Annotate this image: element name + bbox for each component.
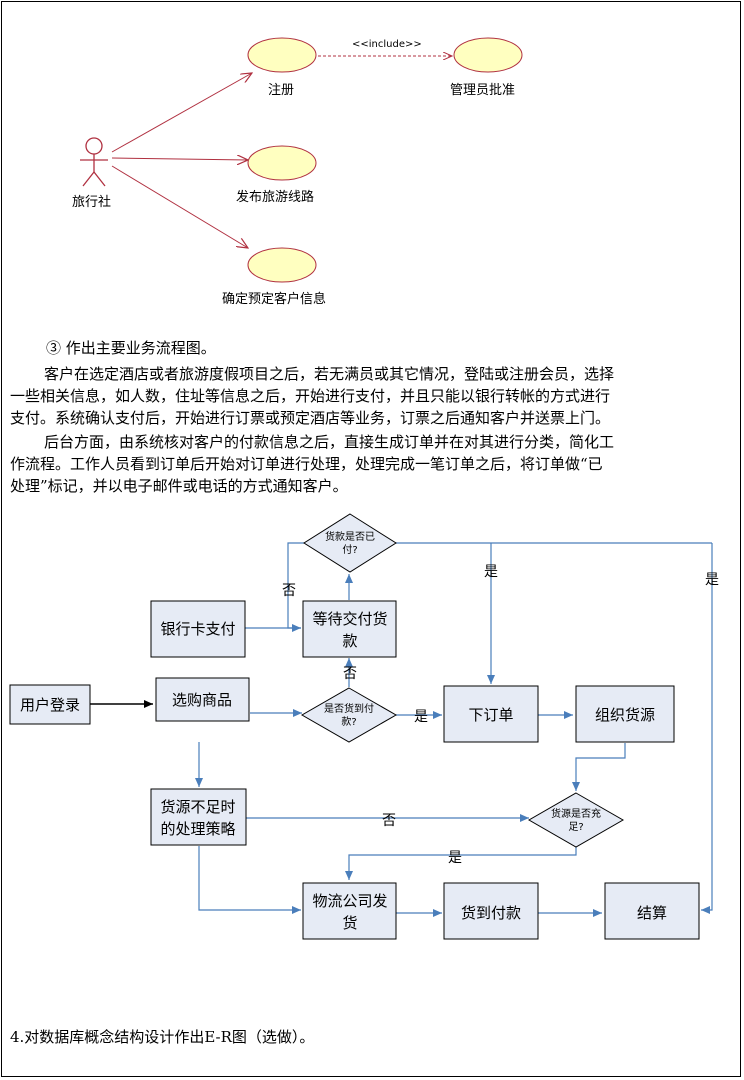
diamond-cod xyxy=(300,687,398,743)
box-logistics xyxy=(302,882,397,940)
para2-line-2: 作流程。工作人员看到订单后开始对订单进行处理，处理完成一笔订单之后，将订单做“已 xyxy=(10,455,603,473)
text-shop: 选购商品 xyxy=(172,691,232,709)
label-paid-no: 否 xyxy=(282,583,296,599)
uc-publish-label: 发布旅游线路 xyxy=(236,189,314,205)
footer-text: 4.对数据库概念结构设计作出E-R图（选做）。 xyxy=(10,1028,315,1046)
text-wait-pay-2: 款 xyxy=(342,632,357,650)
para1-line-1: 客户在选定酒店或者旅游度假项目之后，若无满员或其它情况，登陆或注册会员，选择 xyxy=(44,365,615,383)
assoc-register xyxy=(111,73,252,153)
text-shortage-1: 货源不足时 xyxy=(160,798,235,816)
text-user-login: 用户登录 xyxy=(20,696,80,714)
assoc-publish xyxy=(111,158,248,160)
edge-paid-settle xyxy=(701,543,713,914)
box-organize xyxy=(575,685,675,743)
text-cod-q-2: 款? xyxy=(341,715,356,728)
text-enough-q-1: 货源是否充 xyxy=(551,807,601,820)
box-user-login xyxy=(9,684,91,725)
uc-confirm-label: 确定预定客户信息 xyxy=(222,291,326,307)
uc-admin-label: 管理员批准 xyxy=(450,83,515,98)
box-cod xyxy=(443,882,539,940)
label-cod-no: 否 xyxy=(343,666,357,682)
uc-admin-ellipse xyxy=(453,37,523,73)
uc-register-ellipse xyxy=(247,37,317,73)
paragraph-1: 客户在选定酒店或者旅游度假项目之后，若无满员或其它情况，登陆或注册会员，选择 一… xyxy=(10,363,732,429)
text-cod: 货到付款 xyxy=(461,904,521,922)
assoc-confirm xyxy=(111,165,248,248)
section-heading: ③ 作出主要业务流程图。 xyxy=(46,339,216,357)
text-paid-q-1: 货款是否已 xyxy=(325,530,375,543)
text-cod-q-1: 是否货到付 xyxy=(324,702,374,715)
text-logistics-2: 货 xyxy=(342,914,357,932)
text-enough-q-2: 足? xyxy=(568,821,583,833)
box-bank-pay xyxy=(150,600,246,658)
label-paid-yes-settle: 是 xyxy=(705,572,719,588)
text-logistics-1: 物流公司发 xyxy=(312,892,387,910)
text-settle: 结算 xyxy=(637,904,667,922)
box-shortage xyxy=(150,788,247,846)
label-cod-yes: 是 xyxy=(414,709,428,725)
text-place-order: 下订单 xyxy=(468,706,513,724)
box-shop xyxy=(155,677,250,722)
label-paid-yes-order: 是 xyxy=(484,564,498,580)
uc-confirm-ellipse xyxy=(247,247,317,283)
text-bank-pay: 银行卡支付 xyxy=(160,620,235,638)
text-paid-q-2: 付? xyxy=(342,543,357,556)
label-enough-yes: 是 xyxy=(448,850,462,866)
uc-register-label: 注册 xyxy=(268,83,294,98)
actor-label: 旅行社 xyxy=(72,194,111,210)
include-label: <<include>> xyxy=(352,39,422,50)
edge-paid-no xyxy=(287,542,304,629)
edge-shortage-logistics xyxy=(198,846,301,914)
use-case-diagram: 旅行社 注册 管理员批准 <<include>> 发布旅游线路 确定预定客户信息 xyxy=(72,37,523,307)
edge-organize-enough xyxy=(572,743,626,791)
box-place-order xyxy=(443,685,539,743)
para1-line-3: 支付。系统确认支付后，开始进行订票或预定酒店等业务，订票之后通知客户并送票上门。 xyxy=(10,409,611,427)
business-flowchart: 否 是 是 否 是 否 是 用户登录 选购商品 银行卡支付 等待交付货 款 下订… xyxy=(9,513,719,940)
para2-line-1: 后台方面，由系统核对客户的付款信息之后，直接生成订单并在对其进行分类，简化工 xyxy=(44,433,615,451)
para2-line-3: 处理”标记，并以电子邮件或电话的方式通知客户。 xyxy=(10,477,348,495)
edge-enough-logistics xyxy=(345,845,577,880)
text-shortage-2: 的处理策略 xyxy=(160,820,235,838)
paragraph-2: 后台方面，由系统核对客户的付款信息之后，直接生成订单并在对其进行分类，简化工 作… xyxy=(10,431,732,497)
box-settle xyxy=(604,882,700,940)
text-organize: 组织货源 xyxy=(595,706,655,724)
para1-line-2: 一些相关信息，如人数，住址等信息之后，开始进行支付，并且只能以银行转帐的方式进行 xyxy=(10,387,611,405)
label-enough-no: 否 xyxy=(382,813,396,829)
diamond-enough xyxy=(527,792,625,848)
uc-publish-ellipse xyxy=(247,145,317,181)
diamond-paid xyxy=(303,513,397,573)
actor-figure xyxy=(80,137,108,187)
text-wait-pay-1: 等待交付货 xyxy=(312,610,387,628)
box-wait-pay xyxy=(302,600,397,658)
